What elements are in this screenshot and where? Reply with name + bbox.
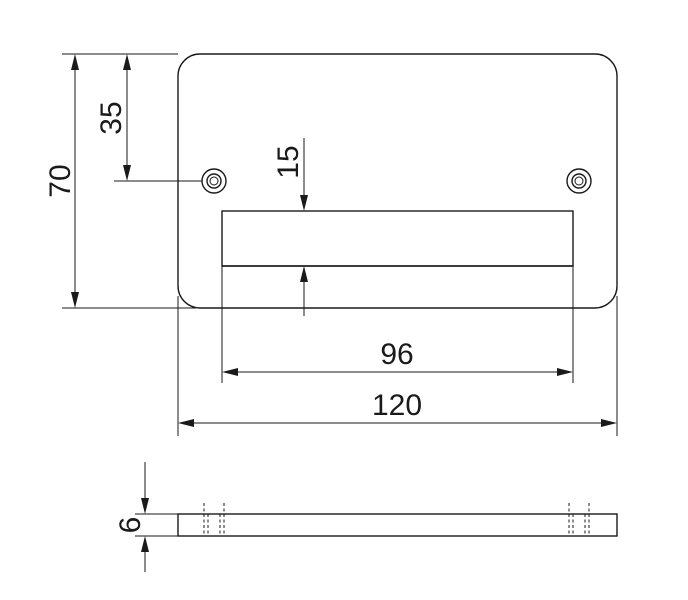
dimension-width-label: 120	[372, 389, 422, 422]
slot-outline	[221, 210, 574, 267]
side-right-hole-hidden	[568, 503, 590, 536]
left-mounting-hole	[201, 168, 227, 194]
dimension-thickness: 6	[114, 462, 178, 572]
dimension-hole-offset: 35	[95, 54, 202, 182]
dimension-thickness-label: 6	[114, 517, 147, 534]
dimension-slot-width-label: 96	[380, 338, 413, 371]
dimension-slot-height: 15	[272, 138, 308, 316]
side-view	[177, 503, 618, 537]
dimension-slot-width: 96	[221, 266, 574, 383]
dimension-height-label: 70	[44, 164, 77, 197]
side-left-hole-hidden	[203, 503, 225, 536]
dimension-width: 120	[177, 296, 618, 436]
side-plate-outline	[177, 513, 618, 537]
right-mounting-hole	[566, 168, 592, 194]
plate-outline	[177, 53, 618, 309]
dimension-height: 70	[44, 53, 196, 309]
dimension-hole-offset-label: 35	[95, 101, 128, 134]
front-view	[177, 53, 618, 309]
dimension-slot-height-label: 15	[272, 145, 305, 178]
